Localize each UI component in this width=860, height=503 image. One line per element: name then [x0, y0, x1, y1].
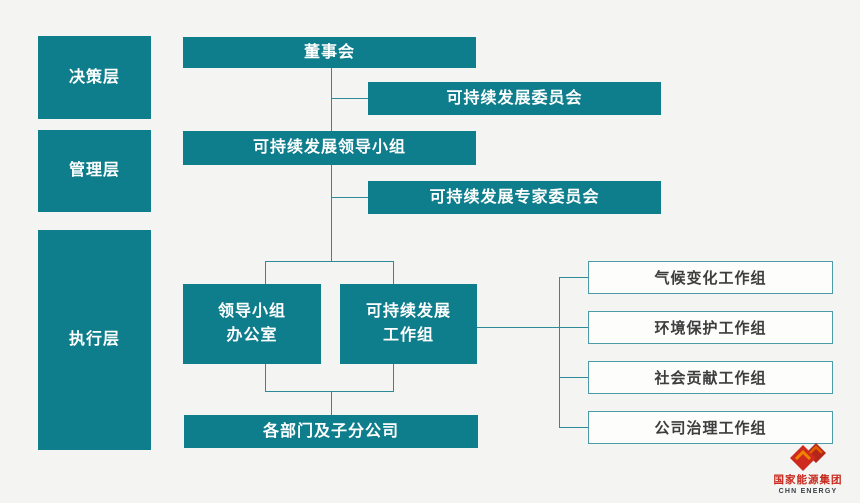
node-label: 董事会: [303, 43, 355, 61]
node-label: 社会贡献工作组: [654, 370, 767, 387]
node-label: 可持续发展领导小组: [252, 139, 406, 156]
layer-label-text: 管理层: [68, 162, 120, 179]
node-corporate-governance-working-group: 公司治理工作组: [588, 411, 833, 444]
connector-working-group-down: [393, 364, 394, 391]
connector-to-office: [265, 261, 266, 284]
connector-split-top: [265, 261, 394, 262]
node-label: 环境保护工作组: [654, 320, 767, 337]
connector-to-working-group: [393, 261, 394, 284]
company-name-cn: 国家能源集团: [773, 474, 843, 486]
connector-leading-group-down: [331, 165, 332, 261]
connector-board-to-leading-group: [331, 68, 332, 131]
node-social-contribution-working-group: 社会贡献工作组: [588, 361, 833, 394]
node-label-line1: 可持续发展: [365, 303, 451, 320]
company-logo: 国家能源集团 CHN ENERGY: [770, 441, 846, 495]
connector-to-departments: [331, 391, 332, 415]
node-board-of-directors: 董事会: [183, 37, 476, 68]
connector-stub-environment: [559, 327, 588, 328]
node-sustainability-expert-committee: 可持续发展专家委员会: [368, 181, 661, 214]
node-label: 气候变化工作组: [654, 270, 767, 287]
connector-branch-sd-committee: [331, 98, 368, 99]
connector-branch-expert-committee: [331, 197, 368, 198]
company-name-en: CHN ENERGY: [778, 488, 838, 495]
connector-working-group-right: [477, 327, 559, 328]
node-environmental-protection-working-group: 环境保护工作组: [588, 311, 833, 344]
chn-energy-logo-icon: [790, 443, 826, 471]
connector-office-down: [265, 364, 266, 391]
node-climate-change-working-group: 气候变化工作组: [588, 261, 833, 294]
connector-stub-climate: [559, 277, 588, 278]
node-label: 各部门及子分公司: [262, 422, 399, 440]
layer-label-execution: 执行层: [38, 230, 151, 450]
node-label: 可持续发展委员会: [446, 89, 583, 107]
node-departments-subsidiaries: 各部门及子分公司: [184, 415, 478, 448]
node-sustainability-working-group: 可持续发展 工作组: [340, 284, 477, 364]
layer-label-text: 决策层: [68, 68, 120, 86]
connector-stub-governance: [559, 427, 588, 428]
node-label: 可持续发展专家委员会: [429, 188, 600, 206]
node-label: 公司治理工作组: [654, 420, 767, 437]
node-label-line2: 办公室: [226, 327, 278, 344]
connector-right-spine: [559, 277, 560, 428]
node-sustainability-leading-group: 可持续发展领导小组: [183, 131, 476, 165]
node-sustainability-committee: 可持续发展委员会: [368, 82, 661, 115]
layer-label-management: 管理层: [38, 130, 151, 212]
connector-merge-bottom: [265, 391, 394, 392]
connector-stub-social: [559, 377, 588, 378]
layer-label-decision: 决策层: [38, 36, 151, 119]
node-leading-group-office: 领导小组 办公室: [183, 284, 321, 364]
layer-label-text: 执行层: [68, 331, 120, 348]
node-label-line2: 工作组: [382, 327, 434, 344]
node-label-line1: 领导小组: [217, 303, 286, 320]
